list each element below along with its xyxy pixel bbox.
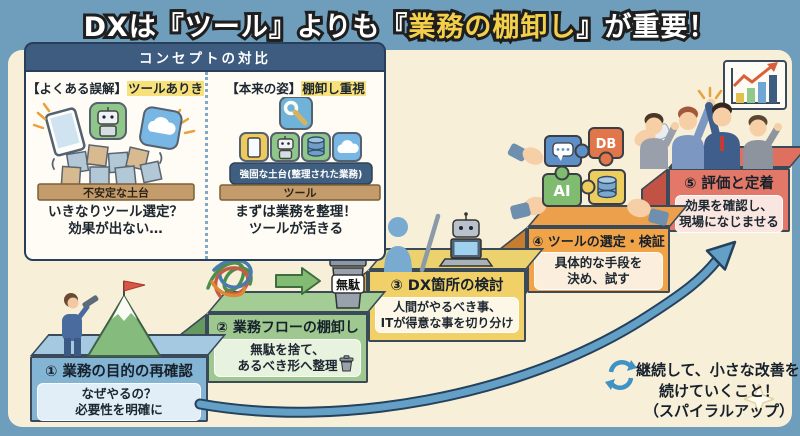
- tools-ground-label: ツール: [284, 187, 317, 200]
- right-caption: まずは業務を整理！ ツールが活きる: [235, 204, 357, 237]
- step-2-subtitle: 無駄を捨て、 あるべき形へ整理: [214, 339, 361, 377]
- goal-mountain-illustration: [62, 280, 161, 357]
- step-5-block: ⑤ 評価と定着 効果を確認し、 現場になじませる: [641, 146, 800, 254]
- database-icon: [301, 132, 331, 162]
- puzzle-piece-chat: [544, 135, 590, 167]
- falling-tools-icon: 不安定な土台: [32, 102, 195, 201]
- unstable-ground-bar: 不安定な土台: [36, 183, 195, 201]
- step-5-front: ⑤ 評価と定着 効果を確認し、 現場になじませる: [668, 168, 790, 233]
- arrow-right-icon: [275, 267, 321, 295]
- step-1-front: ① 業務の目的の再確認 なぜやるの？ 必要性を明確に: [30, 356, 208, 422]
- tangled-lines-icon: [206, 258, 253, 298]
- celebrating-team-icon: [640, 86, 782, 169]
- human-vs-it-illustration: [384, 212, 494, 272]
- cycle-icon: [605, 359, 637, 391]
- robot-computer-icon: [438, 212, 494, 267]
- telescope-person-icon: [62, 293, 99, 356]
- page-title: DXは『ツール』よりも『業務の棚卸し』が重要！: [0, 5, 800, 46]
- robot-icon: [270, 132, 300, 162]
- puzzle-piece-database: [580, 169, 626, 205]
- step-2-block: ② 業務フローの棚卸し 無駄を捨て、 あるべき形へ整理: [180, 291, 387, 405]
- waste-trash-icon: 無駄: [329, 253, 367, 309]
- summit-flag-icon: [123, 280, 146, 292]
- tablet-icon: [44, 107, 86, 157]
- solid-foundation-platform: 強固な土台(整理された業務): [229, 162, 373, 185]
- step-1-subtitle: なぜやるの？ 必要性を明確に: [37, 383, 201, 421]
- ai-label: AI: [553, 182, 570, 200]
- step-4-subtitle: 具体的な手段を 決め、試す: [534, 252, 663, 290]
- spiral-up-note: 継続して、小さな改善を 続けていくこと！ （スパイラルアップ）: [636, 361, 800, 421]
- wrench-icon: [279, 97, 313, 130]
- right-panel-title: 【本来の姿】棚卸し重視: [226, 81, 366, 96]
- comparison-header: コンセプトの対比: [24, 42, 386, 70]
- unstable-boxes-icon: [51, 144, 163, 187]
- left-caption: いきなりツール選定？ 効果が出ない…: [48, 204, 183, 237]
- left-panel-title: 【よくある誤解】ツールありき: [26, 81, 205, 96]
- step-5-title: ⑤ 評価と定着: [684, 176, 774, 192]
- comparison-left-panel: 【よくある誤解】ツールありき: [26, 72, 205, 259]
- tablet-icon: [239, 132, 269, 162]
- team-celebration-illustration: [640, 60, 787, 169]
- step-4-front: ④ ツールの選定・検証 具体的な手段を 決め、試す: [527, 227, 670, 293]
- step-1-title: ① 業務の目的の再確認: [45, 364, 193, 380]
- unstable-ground-label: 不安定な土台: [83, 186, 149, 200]
- step-2-title: ② 業務フローの棚卸し: [216, 320, 359, 336]
- unstable-foundation-illustration: 不安定な土台: [30, 97, 202, 201]
- robot-icon: [88, 102, 127, 140]
- sparkle-icon: [744, 384, 774, 414]
- divider-slash-icon: [419, 213, 441, 272]
- comparison-body: 【よくある誤解】ツールありき: [24, 70, 386, 261]
- puzzle-piece-db: DB: [588, 127, 624, 167]
- growth-chart-icon: [723, 60, 787, 110]
- title-close-bracket: 』: [573, 9, 606, 46]
- trash-icon: [339, 354, 354, 371]
- step-3-block: ③ DX箇所の検討 人間がやるべき事、 ITが得意な事を切り分け: [341, 248, 545, 364]
- waste-label: 無駄: [336, 277, 361, 292]
- tools-ground-bar: ツール: [219, 184, 381, 201]
- puzzle-tools-illustration: DB AI: [507, 123, 671, 226]
- organized-tools-icon: 強固な土台(整理された業務) ツール: [219, 97, 381, 201]
- comparison-right-panel: 【本来の姿】棚卸し重視: [205, 72, 384, 259]
- title-post: が重要！: [601, 9, 718, 46]
- title-open-bracket: 『: [377, 9, 410, 46]
- left-title-highlight: ツールありき: [127, 81, 205, 96]
- puzzle-piece-ai: AI: [542, 165, 582, 207]
- solid-foundation-illustration: 強固な土台(整理された業務) ツール: [210, 97, 382, 201]
- step-1-block: ① 業務の目的の再確認 なぜやるの？ 必要性を明確に: [30, 334, 227, 422]
- person-silhouette-icon: [384, 217, 412, 272]
- solid-foundation-label: 強固な土台(整理された業務): [240, 169, 363, 181]
- step-3-front: ③ DX箇所の検討 人間がやるべき事、 ITが得意な事を切り分け: [368, 270, 526, 342]
- step-4-block: ④ ツールの選定・検証 具体的な手段を 決め、試す: [497, 205, 689, 317]
- cloud-icon: [138, 106, 183, 150]
- step-4-title: ④ ツールの選定・検証: [532, 235, 665, 250]
- cloud-icon: [332, 132, 362, 162]
- step-3-title: ③ DX箇所の検討: [390, 278, 504, 294]
- step-5-subtitle: 効果を確認し、 現場になじませる: [675, 195, 783, 233]
- step-3-subtitle: 人間がやるべき事、 ITが得意な事を切り分け: [375, 297, 519, 334]
- db-label: DB: [596, 137, 617, 152]
- step-2-front: ② 業務フローの棚卸し 無駄を捨て、 あるべき形へ整理: [207, 313, 368, 383]
- right-title-highlight: 棚卸し重視: [301, 81, 366, 96]
- concept-comparison-box: コンセプトの対比 【よくある誤解】ツールありき: [24, 42, 386, 261]
- title-pre: DXは『ツール』よりも: [81, 9, 383, 46]
- title-highlight: 業務の棚卸し: [405, 9, 578, 46]
